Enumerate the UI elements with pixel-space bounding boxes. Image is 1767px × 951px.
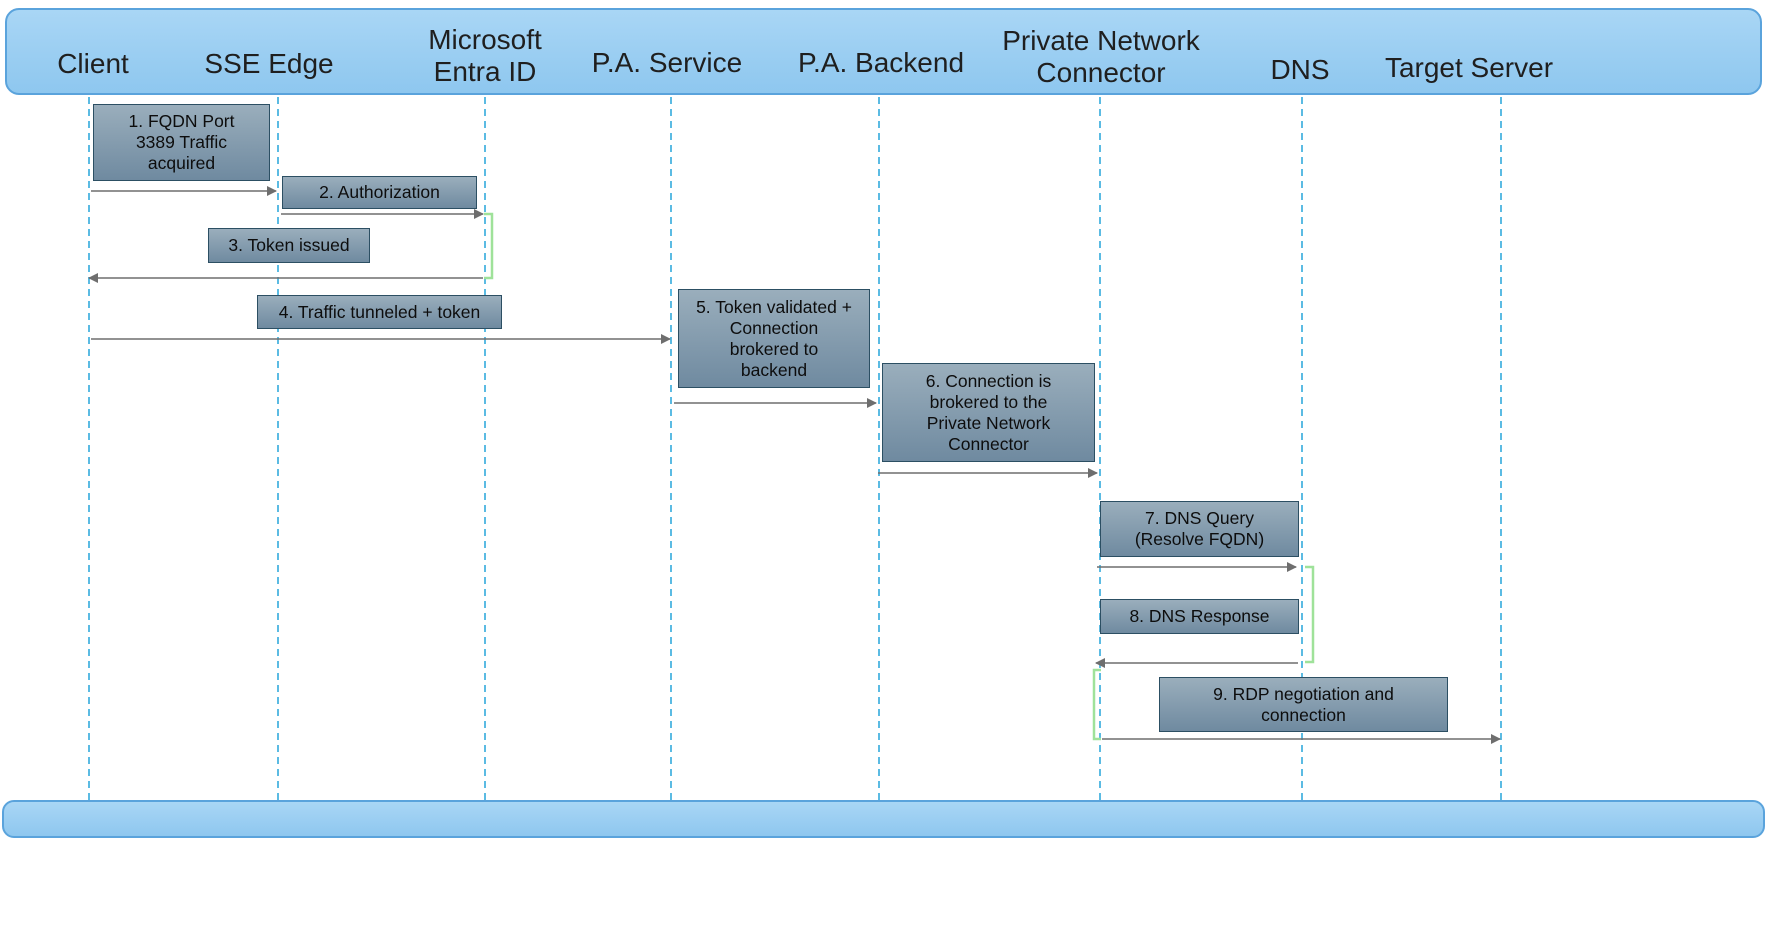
participant-client: Client <box>57 48 129 79</box>
participant-dns: DNS <box>1270 54 1330 85</box>
participant-entra: Microsoft Entra ID <box>428 24 542 87</box>
participants-header-band <box>5 8 1762 95</box>
entra-activation-bracket <box>484 212 494 280</box>
step-box-3: 3. Token issued <box>208 228 370 263</box>
step-box-5: 5. Token validated + Connection brokered… <box>678 289 870 388</box>
step-box-4: 4. Traffic tunneled + token <box>257 295 502 329</box>
participant-pa-backend: P.A. Backend <box>797 47 965 78</box>
participant-pnc: Private Network Connector <box>1002 25 1200 88</box>
footer-band <box>2 800 1765 838</box>
participant-sse-edge: SSE Edge <box>204 48 334 79</box>
participant-pa-service: P.A. Service <box>591 47 743 78</box>
pnc-activation-bracket <box>1092 668 1101 741</box>
step-box-1: 1. FQDN Port 3389 Traffic acquired <box>93 104 270 181</box>
participant-target: Target Server <box>1384 52 1554 83</box>
step-box-6: 6. Connection is brokered to the Private… <box>882 363 1095 462</box>
dns-activation-bracket <box>1305 565 1315 664</box>
step-box-8: 8. DNS Response <box>1100 599 1299 634</box>
step-box-2: 2. Authorization <box>282 176 477 209</box>
step-box-9: 9. RDP negotiation and connection <box>1159 677 1448 732</box>
step-box-7: 7. DNS Query (Resolve FQDN) <box>1100 501 1299 557</box>
